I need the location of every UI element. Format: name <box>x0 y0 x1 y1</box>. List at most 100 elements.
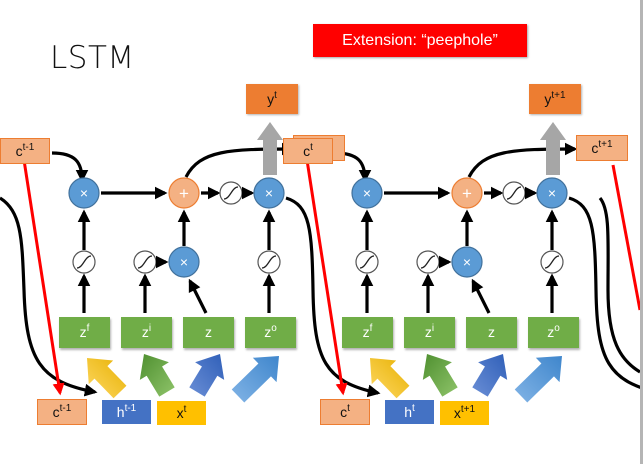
step1-c-prev-box-base: c <box>15 143 23 159</box>
step2-forget-sigma-node-curve <box>359 255 375 269</box>
step1-input-gate-box-base: z <box>141 324 149 340</box>
step2-input-gate-box-superscript: i <box>431 323 435 334</box>
step2-output-up-arrow <box>540 122 566 175</box>
step1-add-node <box>168 177 200 209</box>
step2-c-input-box: ct <box>320 399 370 425</box>
step1-input-multiply-node-symbol: × <box>180 254 188 270</box>
step1-y-output-box-base: y <box>267 91 275 107</box>
step1-y-output-box: yt <box>246 84 298 114</box>
step1-h-input-box: ht-1 <box>102 400 151 424</box>
step2-c-input-box-base: c <box>340 404 348 420</box>
step1-input-arrow-forget <box>87 358 127 399</box>
step2-output-gate-box-superscript: o <box>554 323 560 334</box>
step2-input-arrow-input <box>422 354 458 397</box>
step2-forget-gate-box: zf <box>342 317 393 348</box>
step2-output-multiply-node <box>536 177 568 209</box>
step2-z-arrow <box>471 278 491 314</box>
step2-h-input-box-base: h <box>404 404 412 420</box>
step2-c-prev-box: ct <box>283 138 333 164</box>
step1-c-prev-box: ct-1 <box>0 138 50 164</box>
step2-cell-input-box: z <box>466 317 517 348</box>
step2-output-gate-box: zo <box>528 317 579 348</box>
step1-x-input-box-base: x <box>176 405 184 421</box>
step1-input-arrow-output <box>231 356 279 403</box>
step2-input-arrow-output <box>514 356 562 403</box>
step2-c-input-box-superscript: t <box>347 403 350 414</box>
step2-h-input-box-superscript: t <box>412 403 415 414</box>
step2-y-output-box: yt+1 <box>529 84 581 114</box>
step2-peephole-line <box>305 159 348 396</box>
step1-forget-multiply-node-symbol: × <box>80 185 88 201</box>
step1-output-gate-box-base: z <box>264 324 272 340</box>
step1-input-multiply-node <box>168 246 200 278</box>
slide-title: LSTM <box>50 40 135 76</box>
step1-h-out-curve <box>285 196 381 398</box>
step1-cprev-arrow <box>51 151 89 183</box>
step2-c-next-box-superscript: t+1 <box>598 139 613 150</box>
step3-h-curve-partial <box>598 196 641 374</box>
step1-cell-input-box-base: z <box>205 324 212 340</box>
step1-input-gate-box-superscript: i <box>148 323 152 334</box>
step1-tanh-node-curve <box>223 186 239 200</box>
step1-forget-gate-box-base: z <box>79 324 87 340</box>
step1-output-multiply-node-symbol: × <box>265 185 273 201</box>
step2-output-gate-box-base: z <box>547 324 555 340</box>
step1-output-multiply-node <box>253 177 285 209</box>
step2-forget-multiply-node <box>351 177 383 209</box>
step1-peephole-line <box>22 159 65 396</box>
step2-input-gate-box: zi <box>404 317 455 348</box>
step1-cell-input-box: z <box>183 317 234 348</box>
step1-z-arrow <box>188 278 208 314</box>
step1-output-gate-box-superscript: o <box>271 323 277 334</box>
step2-input-gate-box-base: z <box>424 324 432 340</box>
step1-output-up-arrow <box>257 122 283 175</box>
step2-y-output-box-superscript: t+1 <box>551 90 566 101</box>
step2-input-multiply-node <box>451 246 483 278</box>
step1-h-input-box-base: h <box>116 404 125 420</box>
step1-input-sigma-node-curve <box>137 255 153 269</box>
step2-y-output-box-base: y <box>544 91 552 107</box>
step2-x-input-box-base: x <box>453 405 461 421</box>
step1-c-input-box: ct-1 <box>37 399 87 425</box>
step1-input-gate-box: zi <box>121 317 172 348</box>
step2-input-multiply-node-symbol: × <box>463 254 471 270</box>
step2-forget-multiply-node-symbol: × <box>363 185 371 201</box>
step1-h-wrap-curve <box>0 196 98 397</box>
step2-h-input-box: ht <box>385 400 434 424</box>
step2-x-input-box-superscript: t+1 <box>460 404 476 415</box>
step2-input-sigma-node-curve <box>420 255 436 269</box>
scrollbar[interactable] <box>640 0 643 464</box>
step2-c-prev-box-base: c <box>303 143 311 159</box>
step1-input-arrow-input <box>139 354 175 397</box>
step2-input-arrow-cell <box>472 354 508 397</box>
step1-c-prev-box-superscript: t-1 <box>22 142 35 153</box>
step1-c-input-box-base: c <box>52 404 60 420</box>
step2-c-next-box: ct+1 <box>576 135 628 161</box>
step1-x-input-box-superscript: t <box>183 404 187 415</box>
step2-h-out-curve <box>568 196 643 390</box>
step2-output-sigma-node-curve <box>544 255 560 269</box>
step2-x-input-box: xt+1 <box>440 401 489 425</box>
step2-tanh-node-curve <box>506 186 522 200</box>
step1-x-input-box: xt <box>157 401 206 425</box>
peephole-banner: Extension: “peephole” <box>313 24 527 57</box>
step1-forget-gate-box-superscript: f <box>86 323 90 334</box>
step2-c-next-box-base: c <box>591 140 599 156</box>
step1-c-input-box-superscript: t-1 <box>59 403 72 414</box>
step2-add-node-symbol: + <box>462 184 472 203</box>
step2-output-multiply-node-symbol: × <box>548 185 556 201</box>
step1-h-input-box-superscript: t-1 <box>124 403 137 414</box>
step2-forget-gate-box-base: z <box>362 324 370 340</box>
step1-output-sigma-node-curve <box>261 255 277 269</box>
step1-input-arrow-cell <box>189 354 225 397</box>
step1-y-output-box-superscript: t <box>274 90 277 101</box>
step2-cell-input-box-base: z <box>488 324 495 340</box>
step1-forget-sigma-node-curve <box>76 255 92 269</box>
step1-add-node-symbol: + <box>179 184 189 203</box>
step2-c-prev-box-superscript: t <box>310 142 313 153</box>
step1-forget-multiply-node <box>68 177 100 209</box>
step2-forget-gate-box-superscript: f <box>369 323 373 334</box>
step1-output-gate-box: zo <box>245 317 296 348</box>
step3-peephole-line-partial <box>611 164 642 311</box>
